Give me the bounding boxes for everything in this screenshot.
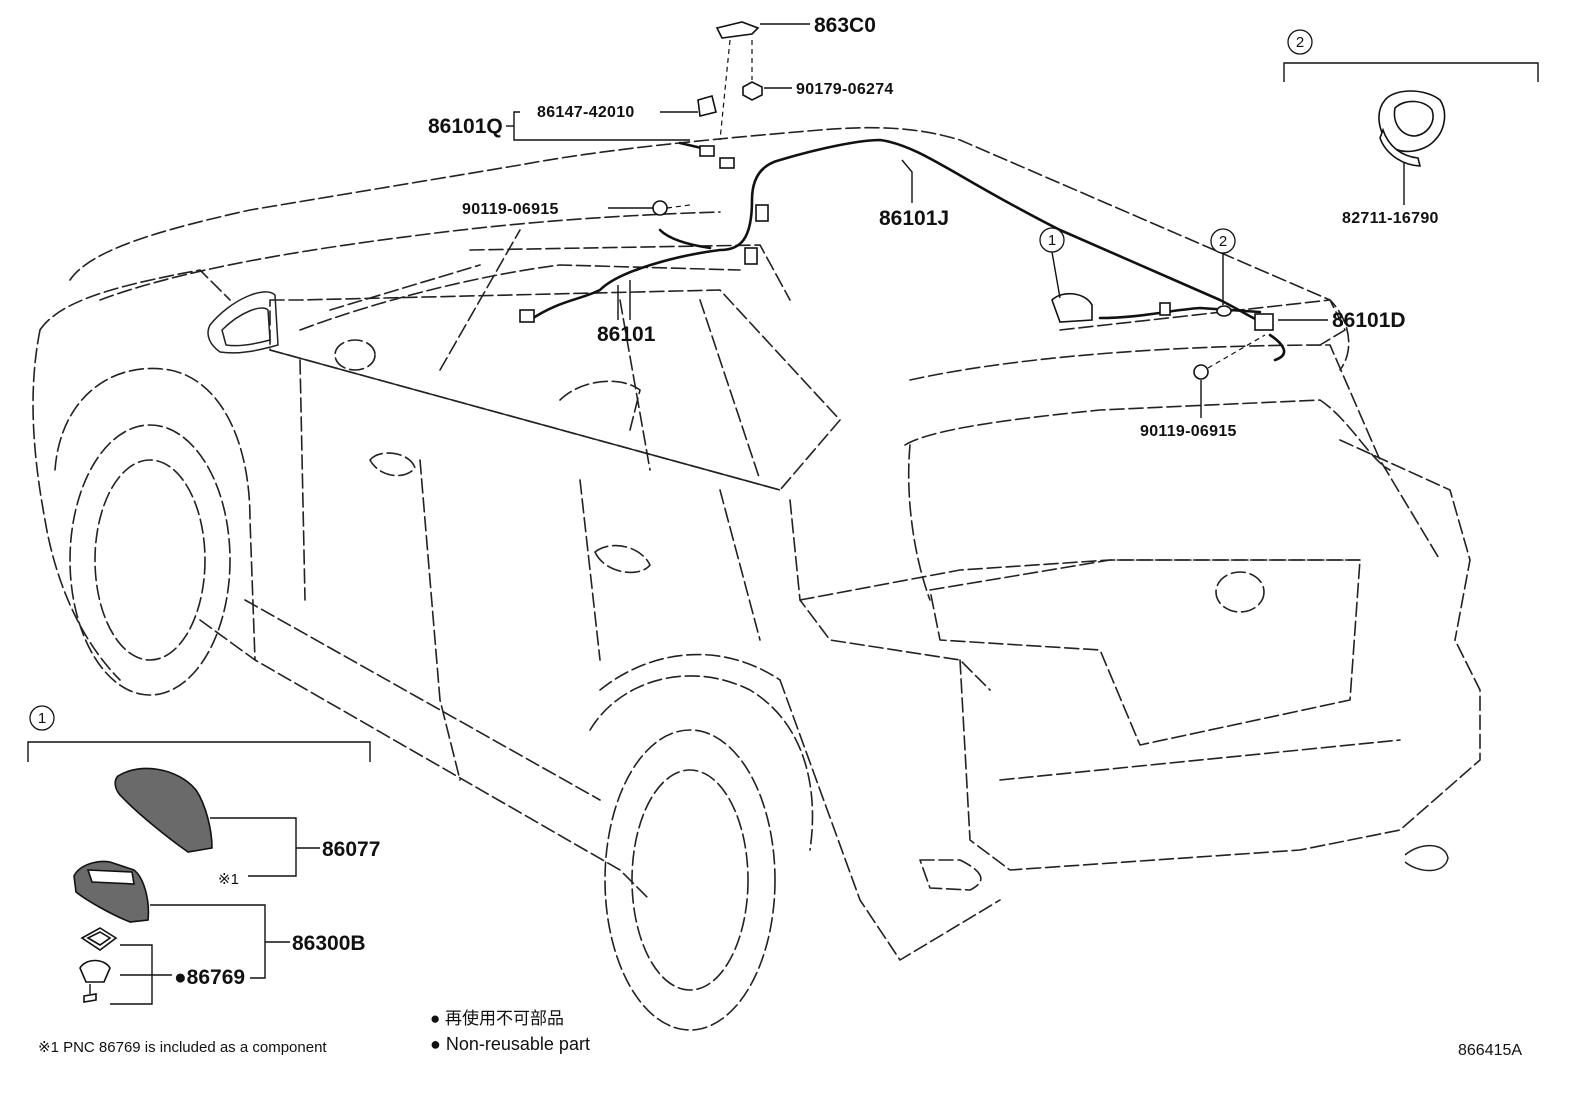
part-863c0-clamp (715, 21, 810, 39)
part-90179-nut (742, 81, 792, 101)
part-90119-bolt-rear (1193, 334, 1266, 418)
group-2-detail: 2 (1283, 29, 1539, 205)
label-86147-42010: 86147-42010 (537, 104, 635, 121)
label-90179-06274: 90179-06274 (796, 81, 894, 98)
label-86077: 86077 (322, 838, 380, 861)
label-90119-06915-top: 90119-06915 (462, 201, 559, 218)
callout-2-car-number: 2 (1219, 233, 1227, 250)
part-90119-bolt-top (608, 200, 691, 216)
legend-japanese: ● 再使用不可部品 (430, 1008, 564, 1028)
group-1-detail: 1 (27, 705, 371, 1005)
label-86300b: 86300B (292, 932, 366, 955)
shark-fin-cover (114, 767, 213, 853)
label-86101d: 86101D (1332, 309, 1406, 332)
label-86101: 86101 (597, 323, 656, 346)
vehicle-outline (32, 126, 1481, 1031)
callout-1-on-car: 1 (1039, 227, 1065, 299)
label-86101j: 86101J (879, 207, 949, 230)
label-90119-06915-rear: 90119-06915 (1140, 423, 1237, 440)
label-863c0: 863C0 (814, 14, 876, 37)
antenna-cable (519, 138, 1286, 362)
legend-english: ● Non-reusable part (430, 1034, 590, 1054)
footnote-text: ※1 PNC 86769 is included as a component (38, 1039, 327, 1056)
callout-1-car-number: 1 (1048, 232, 1056, 249)
part-86147-clip (660, 95, 717, 117)
diagram-id: 866415A (1458, 1042, 1522, 1059)
label-86769: ●86769 (174, 966, 245, 989)
label-note-mark: ※1 (218, 871, 239, 888)
label-82711-16790: 82711-16790 (1342, 210, 1439, 227)
callout-2-on-car: 2 (1210, 228, 1236, 317)
label-86101q: 86101Q (428, 115, 503, 138)
callout-1-box-number: 1 (38, 710, 46, 727)
callout-2-box-number: 2 (1296, 34, 1304, 51)
